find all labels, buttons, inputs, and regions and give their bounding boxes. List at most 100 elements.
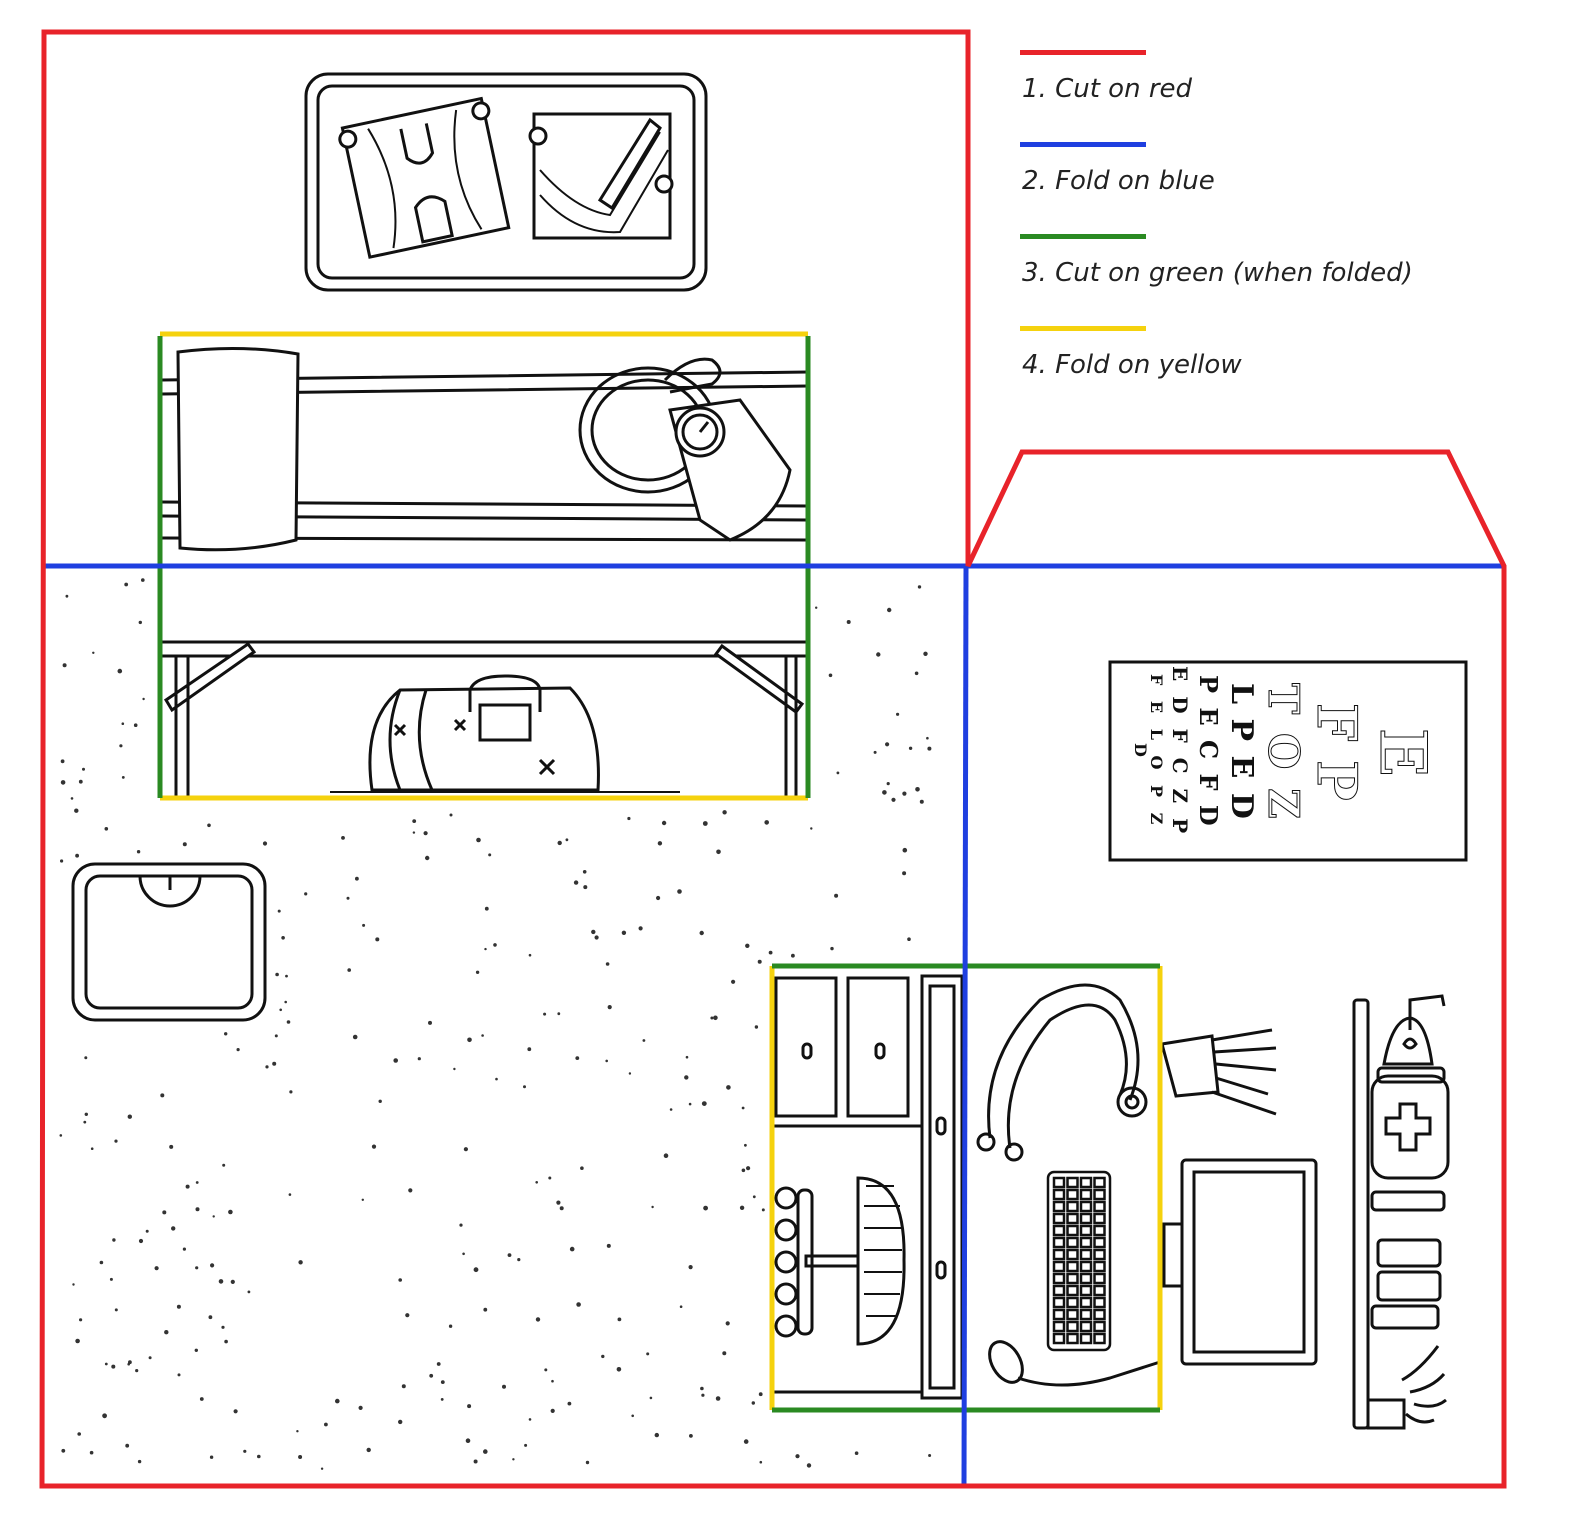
cabinet-icon — [774, 974, 964, 1400]
first-aid-box-icon — [1370, 1074, 1450, 1180]
floor-dot — [362, 923, 366, 927]
floor-dot — [142, 697, 145, 701]
floor-dot — [65, 594, 69, 598]
keyboard-key — [1079, 1332, 1093, 1345]
floor-dot — [528, 953, 532, 957]
floor-dot — [304, 892, 308, 896]
floor-dot — [398, 1419, 403, 1425]
floor-dot — [669, 1108, 673, 1111]
floor-dot — [114, 1139, 118, 1143]
floor-dot — [512, 1458, 515, 1461]
floor-dot — [473, 1267, 479, 1273]
floor-dot — [162, 1210, 167, 1215]
eye-chart-rows: E F P T O Z L P E D P E C F D E D F C Z … — [1131, 666, 1441, 838]
mouse-icon — [988, 1340, 1161, 1387]
floor-dot — [642, 1039, 646, 1042]
floor-dot — [926, 736, 929, 740]
keyboard-key — [1093, 1332, 1106, 1345]
floor-dot — [726, 1085, 731, 1090]
floor-dot — [243, 1449, 247, 1453]
floor-dot — [274, 1034, 278, 1038]
keyboard-key — [1052, 1284, 1066, 1297]
floor-dot — [412, 831, 416, 834]
floor-dot — [488, 853, 492, 857]
keyboard-key — [1066, 1320, 1079, 1333]
floor-dot — [473, 1459, 478, 1464]
floor-dot — [77, 1432, 81, 1436]
floor-dot — [751, 1401, 755, 1405]
floor-dot — [182, 842, 187, 847]
floor-dot — [70, 797, 74, 800]
floor-dot — [628, 1072, 632, 1075]
floor-dot — [722, 810, 727, 815]
keyboard-key — [1052, 1188, 1066, 1201]
floor-dot — [199, 1397, 204, 1401]
floor-dot — [873, 750, 877, 754]
floor-dot — [286, 1020, 291, 1024]
keyboard-key — [1052, 1320, 1066, 1333]
floor-dot — [463, 1147, 468, 1152]
floor-dot — [195, 1207, 200, 1212]
floor-dot — [209, 1455, 214, 1459]
keyboard-key — [1052, 1260, 1066, 1273]
legend-item-fold-yellow: 4. Fold on yellow — [1020, 316, 1540, 406]
floor-dot — [876, 652, 881, 657]
floor-dot — [296, 1430, 299, 1433]
floor-dot — [171, 1226, 176, 1231]
floor-dot — [275, 972, 279, 977]
floor-dot — [284, 1000, 288, 1004]
floor-dot — [208, 1315, 213, 1320]
eye-chart-row: P E C F D — [1194, 675, 1223, 829]
cut-red-outline — [39, 29, 1507, 1489]
blood-pressure-cuff-icon — [578, 357, 792, 542]
floor-dot — [228, 1209, 233, 1215]
floor-dot — [298, 1260, 303, 1265]
keyboard-key — [1093, 1320, 1106, 1333]
floor-dot — [616, 1367, 622, 1372]
floor-dot — [815, 606, 818, 609]
floor-dot — [661, 820, 667, 826]
legend-label: 1. Cut on red — [1022, 74, 1193, 104]
keyboard-key — [1093, 1212, 1106, 1225]
floor-dot — [408, 1188, 413, 1193]
floor-dot — [436, 1362, 441, 1366]
keyboard-key — [1052, 1200, 1066, 1213]
floor-dot — [752, 1195, 756, 1199]
floor-dot — [715, 1396, 721, 1401]
floor-dot — [582, 870, 587, 874]
floor-dot — [836, 771, 840, 775]
floor-dot — [324, 1422, 328, 1427]
eye-chart-row: L P E D — [1224, 683, 1259, 821]
floor-dot — [631, 1414, 634, 1418]
floor-dot — [606, 1243, 611, 1248]
floor-dot — [585, 1460, 590, 1465]
floor-dot — [224, 1339, 228, 1344]
floor-dot — [355, 876, 359, 881]
eye-chart: E F P T O Z L P E D P E C F D E D F C Z … — [1103, 656, 1452, 848]
floor-dot — [320, 1467, 324, 1470]
floor-dot — [176, 1304, 181, 1309]
keyboard-key — [1093, 1272, 1106, 1285]
floor-dot — [393, 1058, 399, 1063]
keyboard-key — [1093, 1260, 1106, 1273]
floor-dot — [523, 1085, 526, 1089]
floor-dot — [221, 1325, 225, 1329]
floor-dot — [535, 1181, 538, 1184]
floor-dot — [277, 909, 281, 913]
x-ray-board-icon — [304, 72, 708, 292]
floor-dot — [544, 1368, 548, 1372]
floor-dot — [739, 1205, 745, 1211]
keyboard-key — [1079, 1296, 1093, 1309]
keyboard-key — [1066, 1176, 1079, 1189]
keyboard-key — [1066, 1332, 1079, 1345]
floor-dot — [688, 1265, 693, 1270]
floor-dot — [448, 1324, 453, 1328]
floor-dot — [759, 1460, 763, 1464]
floor-dot — [627, 816, 631, 821]
floor-dot — [138, 620, 142, 625]
floor-dot — [768, 950, 773, 955]
keyboard-key — [1093, 1200, 1106, 1213]
floor-dot — [927, 746, 932, 751]
floor-dot — [195, 1266, 199, 1270]
floor-dot — [412, 819, 417, 823]
